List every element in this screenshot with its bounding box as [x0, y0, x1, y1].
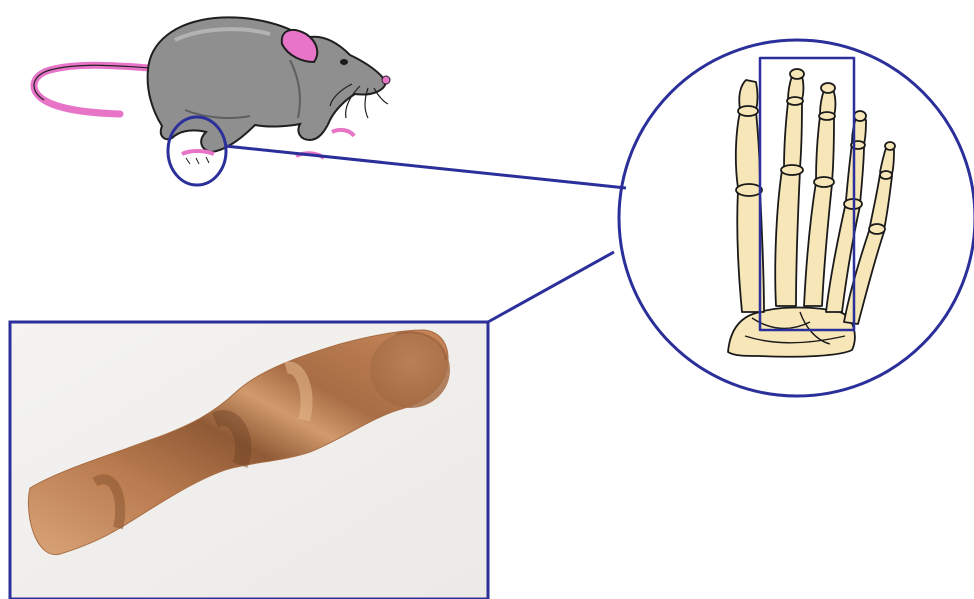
mouse-hind-paw [182, 151, 214, 154]
digit-3 [804, 83, 836, 306]
hind-foot-skeleton-illustration [728, 58, 895, 357]
tarsal-bones [728, 308, 855, 357]
mouse-tail [34, 65, 150, 114]
mouse-nose [382, 76, 390, 84]
callout-line-paw-to-foot [225, 146, 626, 188]
digit-2 [775, 69, 804, 306]
mouse-illustration [34, 17, 390, 164]
mouse-eye [340, 59, 348, 65]
metatarsal-bone-micrograph [10, 322, 488, 599]
callout-line-foot-to-bone [488, 252, 614, 322]
